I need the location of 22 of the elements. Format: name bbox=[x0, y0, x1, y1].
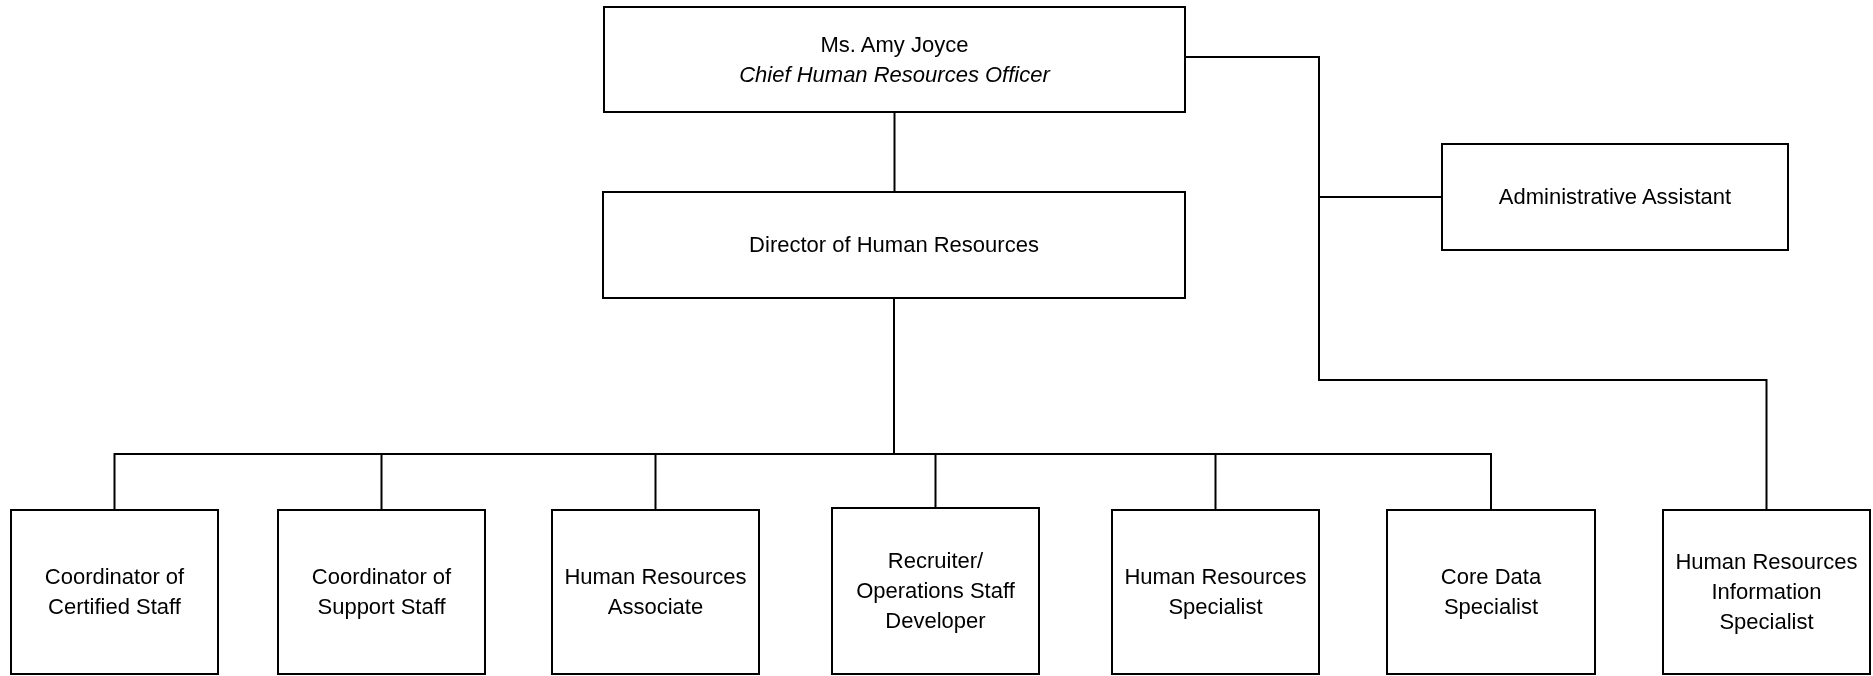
position-title: Core Data Specialist bbox=[1439, 563, 1543, 621]
position-box bbox=[603, 6, 1186, 113]
position-title: Administrative Assistant bbox=[1498, 183, 1732, 212]
position-box bbox=[10, 509, 219, 675]
position-title: Coordinator of Support Staff bbox=[310, 563, 453, 621]
role-subtitle: Chief Human Resources Officer bbox=[739, 60, 1050, 89]
position-box bbox=[551, 509, 760, 675]
position-box bbox=[1662, 509, 1871, 675]
position-box bbox=[1111, 509, 1320, 675]
position-box bbox=[277, 509, 486, 675]
position-title: Human Resources Specialist bbox=[1123, 563, 1308, 621]
position-box bbox=[1441, 143, 1789, 251]
position-box bbox=[1386, 509, 1596, 675]
position-title: Coordinator of Certified Staff bbox=[43, 563, 186, 621]
position-title: Human Resources Associate bbox=[563, 563, 748, 621]
position-title: Recruiter/ Operations Staff Developer bbox=[855, 547, 1016, 635]
position-title: Ms. Amy Joyce bbox=[820, 30, 969, 59]
position-box bbox=[831, 507, 1040, 675]
position-title: Director of Human Resources bbox=[749, 231, 1039, 260]
position-title: Human Resources Information Specialist bbox=[1674, 548, 1859, 636]
position-box bbox=[602, 191, 1186, 299]
connector-line bbox=[893, 112, 896, 192]
